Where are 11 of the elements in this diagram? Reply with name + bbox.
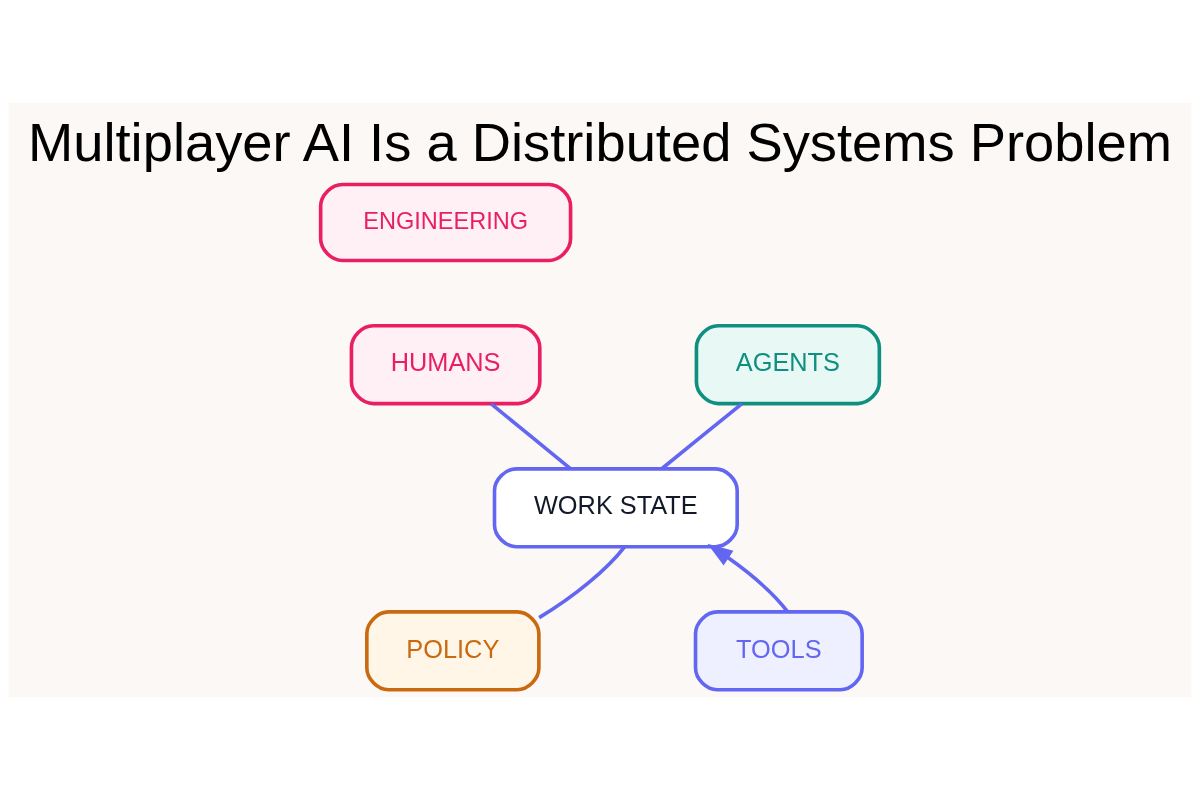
connector [538,545,626,620]
node-box: ENGINEERING [318,182,573,263]
node-box: HUMANS [349,323,542,406]
diagram-title: Multiplayer AI Is a Distributed Systems Problem [28,111,1172,173]
node-box: TOOLS [693,610,864,692]
node-box: AGENTS [694,323,882,406]
node-box: WORK STATE [492,467,739,549]
connector [490,402,572,470]
connector [660,402,743,470]
node-box: POLICY [365,610,541,692]
arrow [707,543,789,613]
